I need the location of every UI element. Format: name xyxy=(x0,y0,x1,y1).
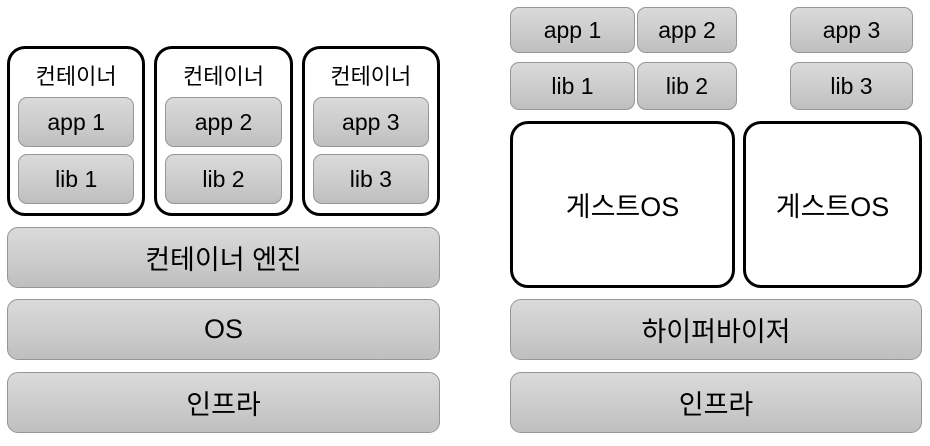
lib-box-right-2: lib 2 xyxy=(637,62,737,110)
container-title: 컨테이너 xyxy=(35,64,117,89)
guest-os-box-2: 게스트OS xyxy=(743,121,922,288)
app-box-right-2: app 2 xyxy=(637,7,737,53)
container-title: 컨테이너 xyxy=(183,64,264,89)
containers-row: 컨테이너 app 1 lib 1 컨테이너 app 2 lib 2 컨테이너 a… xyxy=(7,46,440,216)
lib-box-left-1: lib 1 xyxy=(18,154,135,204)
app-box-left-1: app 1 xyxy=(18,97,135,147)
lib-box-left-2: lib 2 xyxy=(165,154,282,204)
app-box-left-2: app 2 xyxy=(165,97,282,147)
container-architecture-panel: 컨테이너 app 1 lib 1 컨테이너 app 2 lib 2 컨테이너 a… xyxy=(7,0,440,446)
app-box-right-3: app 3 xyxy=(790,7,913,53)
container-box-1: 컨테이너 app 1 lib 1 xyxy=(7,46,146,216)
hypervisor-layer: 하이퍼바이저 xyxy=(510,299,922,360)
guest-os-box-1: 게스트OS xyxy=(510,121,735,288)
vm-architecture-panel: app 1 app 2 app 3 lib 1 lib 2 lib 3 게스트O… xyxy=(510,0,922,446)
infra-layer-left: 인프라 xyxy=(7,372,440,433)
container-box-2: 컨테이너 app 2 lib 2 xyxy=(154,46,293,216)
infra-layer-right: 인프라 xyxy=(510,372,922,433)
host-os-layer: OS xyxy=(7,299,440,360)
app-box-right-1: app 1 xyxy=(510,7,635,53)
container-title: 컨테이너 xyxy=(330,64,412,89)
container-box-3: 컨테이너 app 3 lib 3 xyxy=(301,46,440,216)
lib-box-left-3: lib 3 xyxy=(312,154,429,204)
lib-box-right-3: lib 3 xyxy=(790,62,913,110)
app-box-left-3: app 3 xyxy=(312,97,429,147)
container-engine-layer: 컨테이너 엔진 xyxy=(7,227,440,288)
lib-box-right-1: lib 1 xyxy=(510,62,635,110)
